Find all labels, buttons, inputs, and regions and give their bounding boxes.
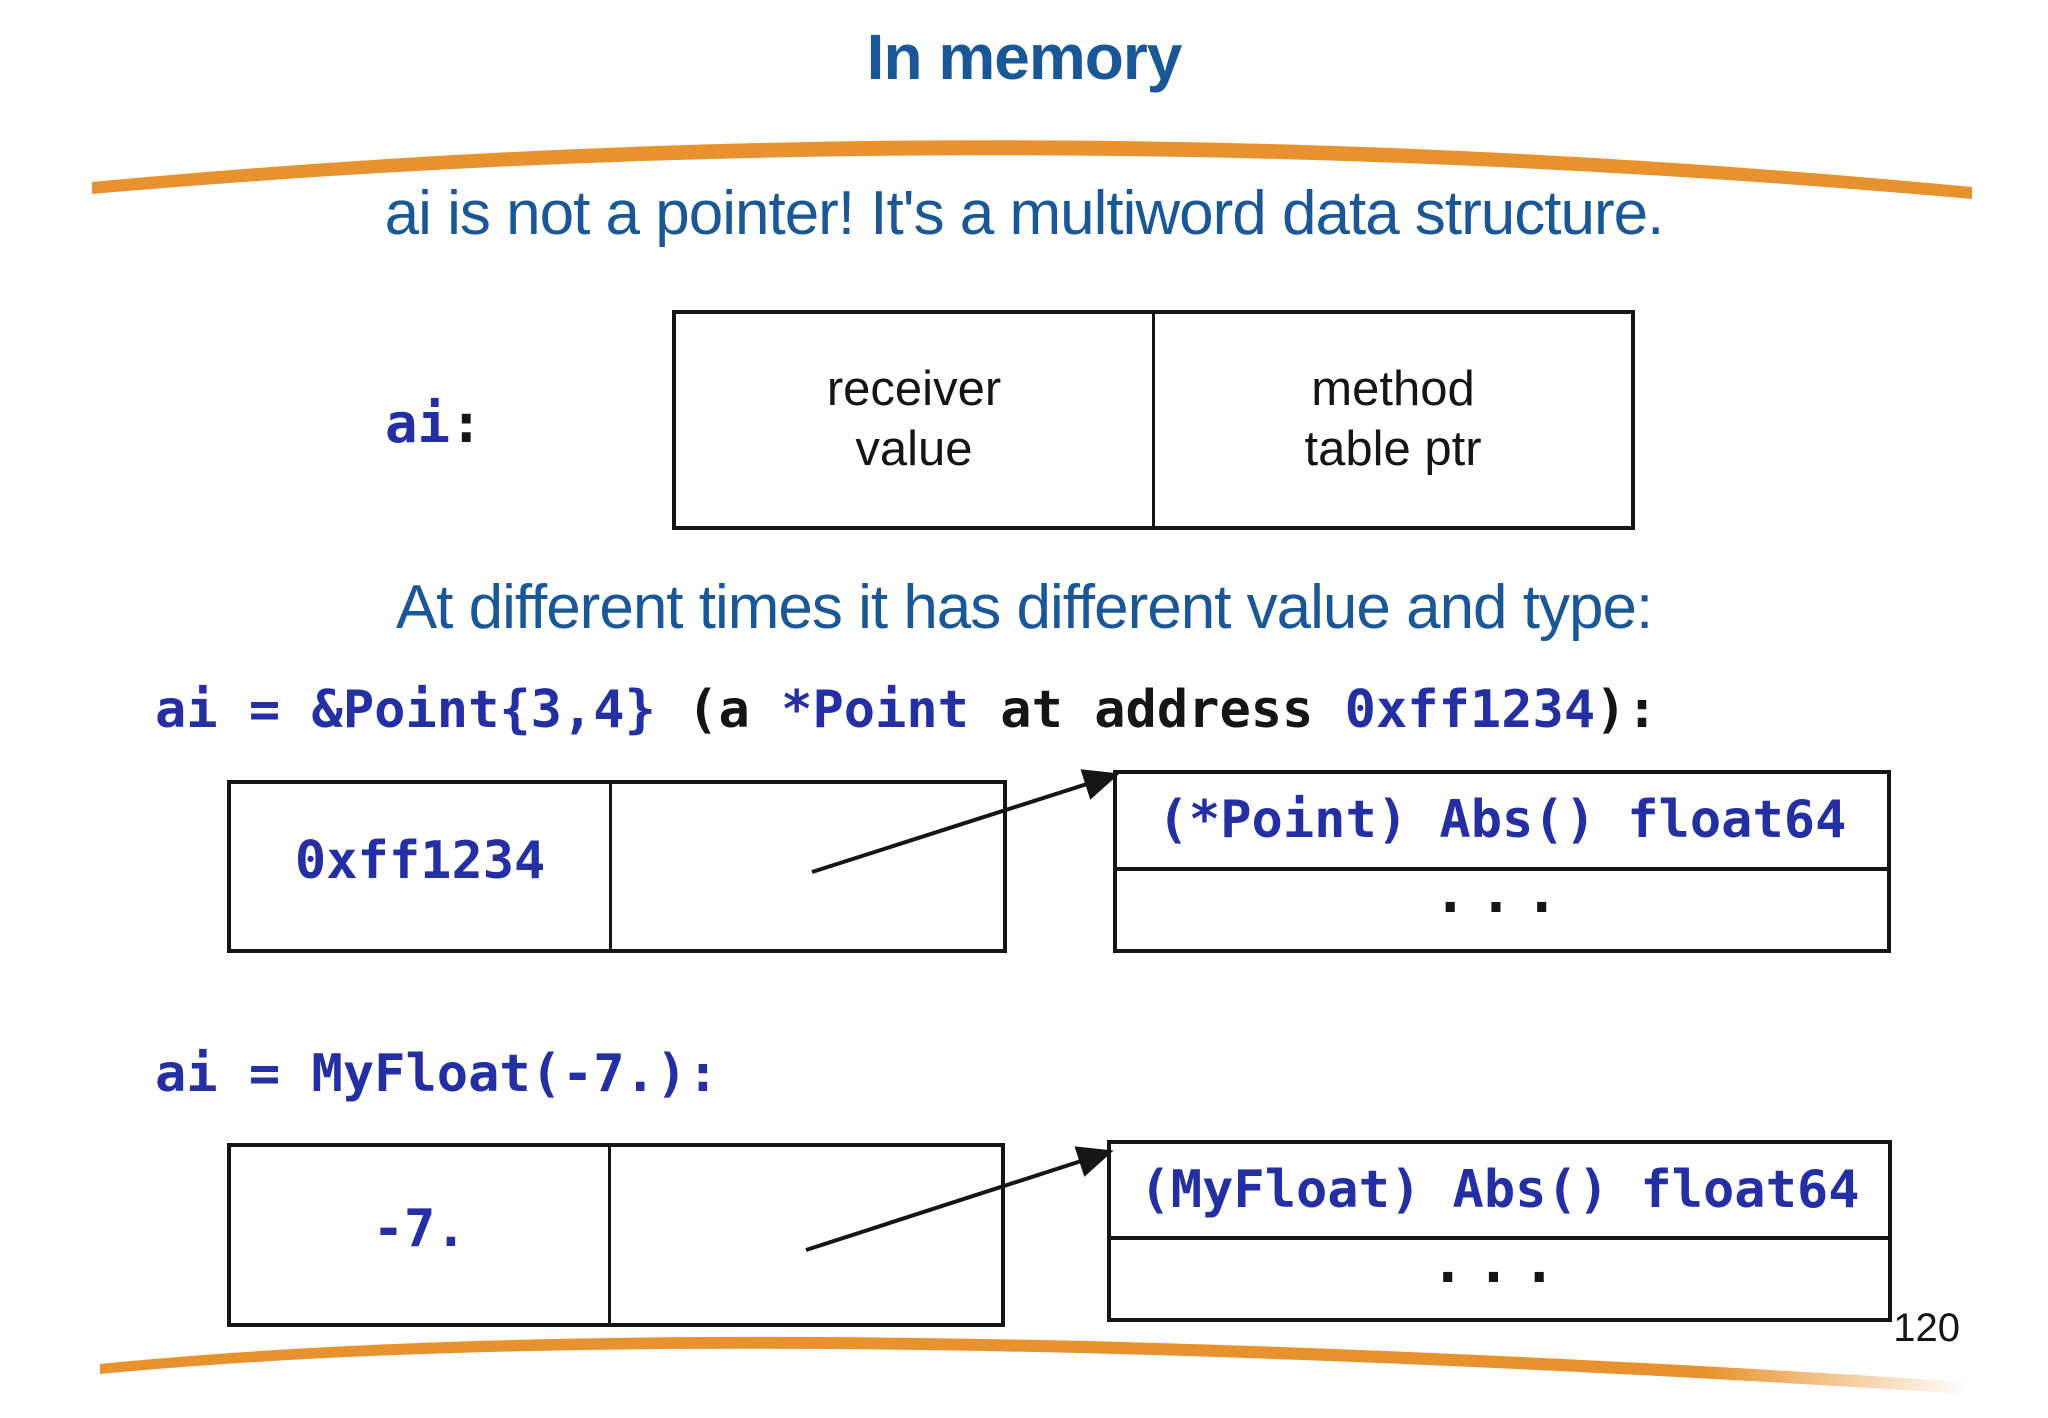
type-word-cell-1: [612, 784, 1003, 949]
ai-variable-name: ai: [385, 392, 451, 455]
bottom-swoosh-curve: [100, 1336, 1968, 1394]
ai-variable-label: ai:: [385, 392, 483, 455]
interface-value-box-2: -7.: [227, 1143, 1005, 1327]
code-segment: ):: [1595, 680, 1658, 740]
code-segment: 0xff1234: [1344, 680, 1596, 740]
method-table-ptr-line1: method: [1311, 362, 1475, 417]
method-table-ptr-cell: method table ptr: [1155, 314, 1631, 526]
code-segment: at address: [968, 680, 1345, 740]
value-word-1: 0xff1234: [294, 830, 546, 891]
slide-title: In memory: [866, 21, 1183, 93]
method-table-entry-2: (MyFloat) Abs() float64: [1111, 1144, 1888, 1241]
ai-variable-colon: :: [450, 392, 483, 455]
method-table-ellipsis-1: ...: [1433, 861, 1571, 927]
value-word-cell-1: 0xff1234: [231, 784, 613, 949]
code-line-myfloat-example: ai = MyFloat(-7.):: [155, 1044, 719, 1104]
code-segment: (a: [687, 680, 782, 740]
receiver-value-line2: value: [855, 422, 973, 476]
code-segment: ai = &Point{3,4}: [155, 680, 688, 740]
receiver-value-line1: receiver: [826, 362, 1002, 417]
code-segment: ai = MyFloat(-7.):: [155, 1044, 719, 1104]
heading-text: ai is not a pointer! It's a multiword da…: [384, 179, 1665, 248]
code-line-point-example: ai = &Point{3,4} (a *Point at address 0x…: [155, 680, 1658, 740]
value-word-cell-2: -7.: [231, 1147, 612, 1323]
method-table-entry-1: (*Point) Abs() float64: [1117, 774, 1887, 871]
subheading-text: At different times it has different valu…: [395, 573, 1653, 642]
receiver-value-cell: receiver value: [676, 314, 1155, 526]
method-table-ptr-line2: table ptr: [1304, 422, 1482, 476]
method-table-box-2: (MyFloat) Abs() float64 ...: [1107, 1140, 1892, 1322]
method-table-ellipsis-2: ...: [1430, 1230, 1569, 1296]
value-word-2: -7.: [372, 1199, 467, 1259]
page-number: 120: [1893, 1306, 1960, 1350]
type-word-cell-2: [611, 1147, 1001, 1323]
interface-structure-box: receiver value method table ptr: [672, 310, 1635, 530]
interface-value-box-1: 0xff1234: [227, 780, 1007, 953]
code-segment: *Point: [781, 680, 969, 740]
method-table-box-1: (*Point) Abs() float64 ...: [1113, 770, 1891, 953]
